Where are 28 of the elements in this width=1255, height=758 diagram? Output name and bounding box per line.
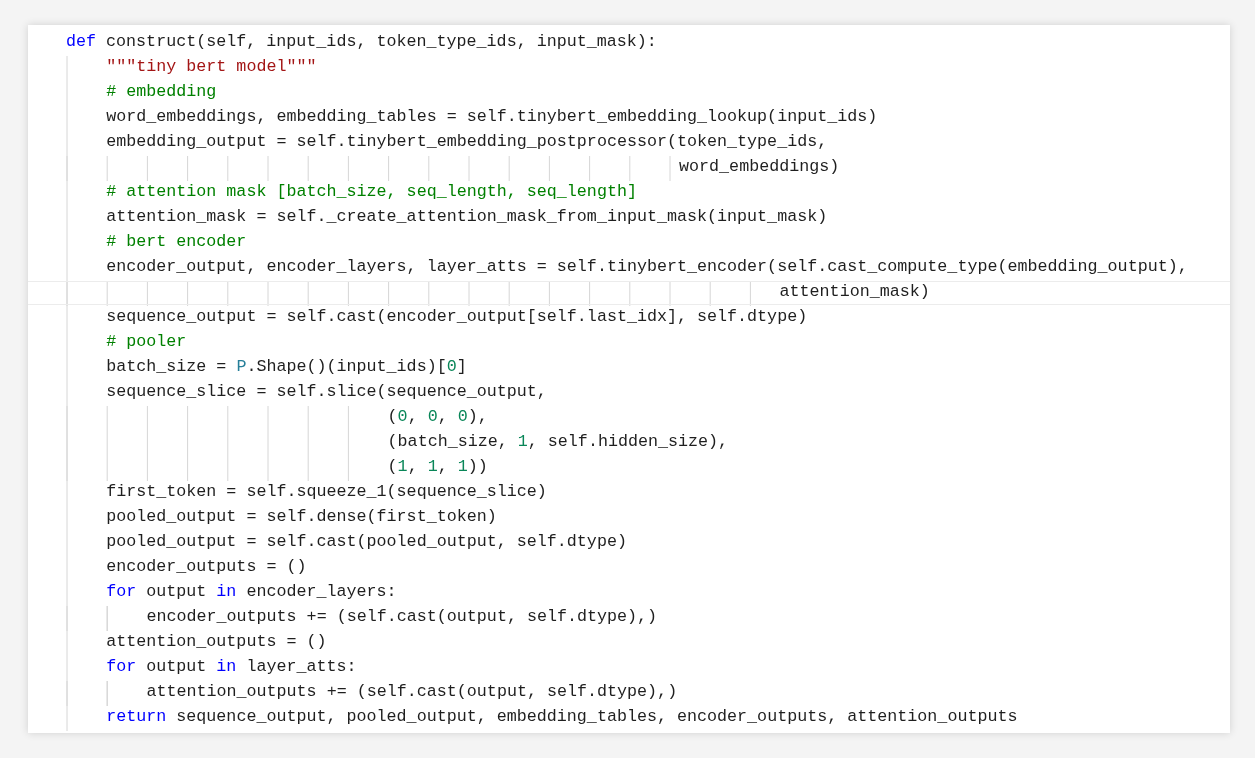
code-line: encoder_outputs += (self.cast(output, self.dtype),) bbox=[146, 606, 658, 628]
code-line: sequence_output = self.cast(encoder_output[self.last_idx], self.dtype) bbox=[106, 306, 808, 328]
code-line: (0, 0, 0), bbox=[387, 406, 488, 428]
code-comment: # embedding bbox=[106, 81, 217, 103]
code-line: attention_outputs += (self.cast(output, self.dtype),) bbox=[146, 681, 678, 703]
code-line: (1, 1, 1)) bbox=[387, 456, 488, 478]
code-line: embedding_output = self.tinybert_embedding_postprocessor(token_type_ids, bbox=[106, 131, 828, 153]
code-line: attention_mask) bbox=[779, 281, 930, 303]
code-comment: # bert encoder bbox=[106, 231, 247, 253]
code-line: attention_mask = self._create_attention_mask_from_input_mask(input_mask) bbox=[106, 206, 828, 228]
code-line: encoder_output, encoder_layers, layer_atts = self.tinybert_encoder(self.cast_compute_type(embedding_output), bbox=[106, 256, 1188, 278]
code-line: (batch_size, 1, self.hidden_size), bbox=[387, 431, 729, 453]
code-line: pooled_output = self.dense(first_token) bbox=[106, 506, 497, 528]
code-line: sequence_slice = self.slice(sequence_output, bbox=[106, 381, 547, 403]
code-line: return sequence_output, pooled_output, embedding_tables, encoder_outputs, attention_outputs bbox=[106, 706, 1018, 728]
code-comment: # attention mask [batch_size, seq_length, seq_length] bbox=[106, 181, 637, 203]
code-line: for output in layer_atts: bbox=[106, 656, 357, 678]
code-line: pooled_output = self.cast(pooled_output, self.dtype) bbox=[106, 531, 627, 553]
code-line: """tiny bert model""" bbox=[106, 56, 317, 78]
code-line: word_embeddings) bbox=[679, 156, 840, 178]
code-line: for output in encoder_layers: bbox=[106, 581, 397, 603]
code-line: batch_size = P.Shape()(input_ids)[0] bbox=[106, 356, 467, 378]
code-line: encoder_outputs = () bbox=[106, 556, 307, 578]
code-line: attention_outputs = () bbox=[106, 631, 327, 653]
code-line: first_token = self.squeeze_1(sequence_slice) bbox=[106, 481, 547, 503]
code-line: def construct(self, input_ids, token_type_ids, input_mask): bbox=[66, 31, 657, 53]
code-line: word_embeddings, embedding_tables = self.tinybert_embedding_lookup(input_ids) bbox=[106, 106, 878, 128]
code-comment: # pooler bbox=[106, 331, 187, 353]
